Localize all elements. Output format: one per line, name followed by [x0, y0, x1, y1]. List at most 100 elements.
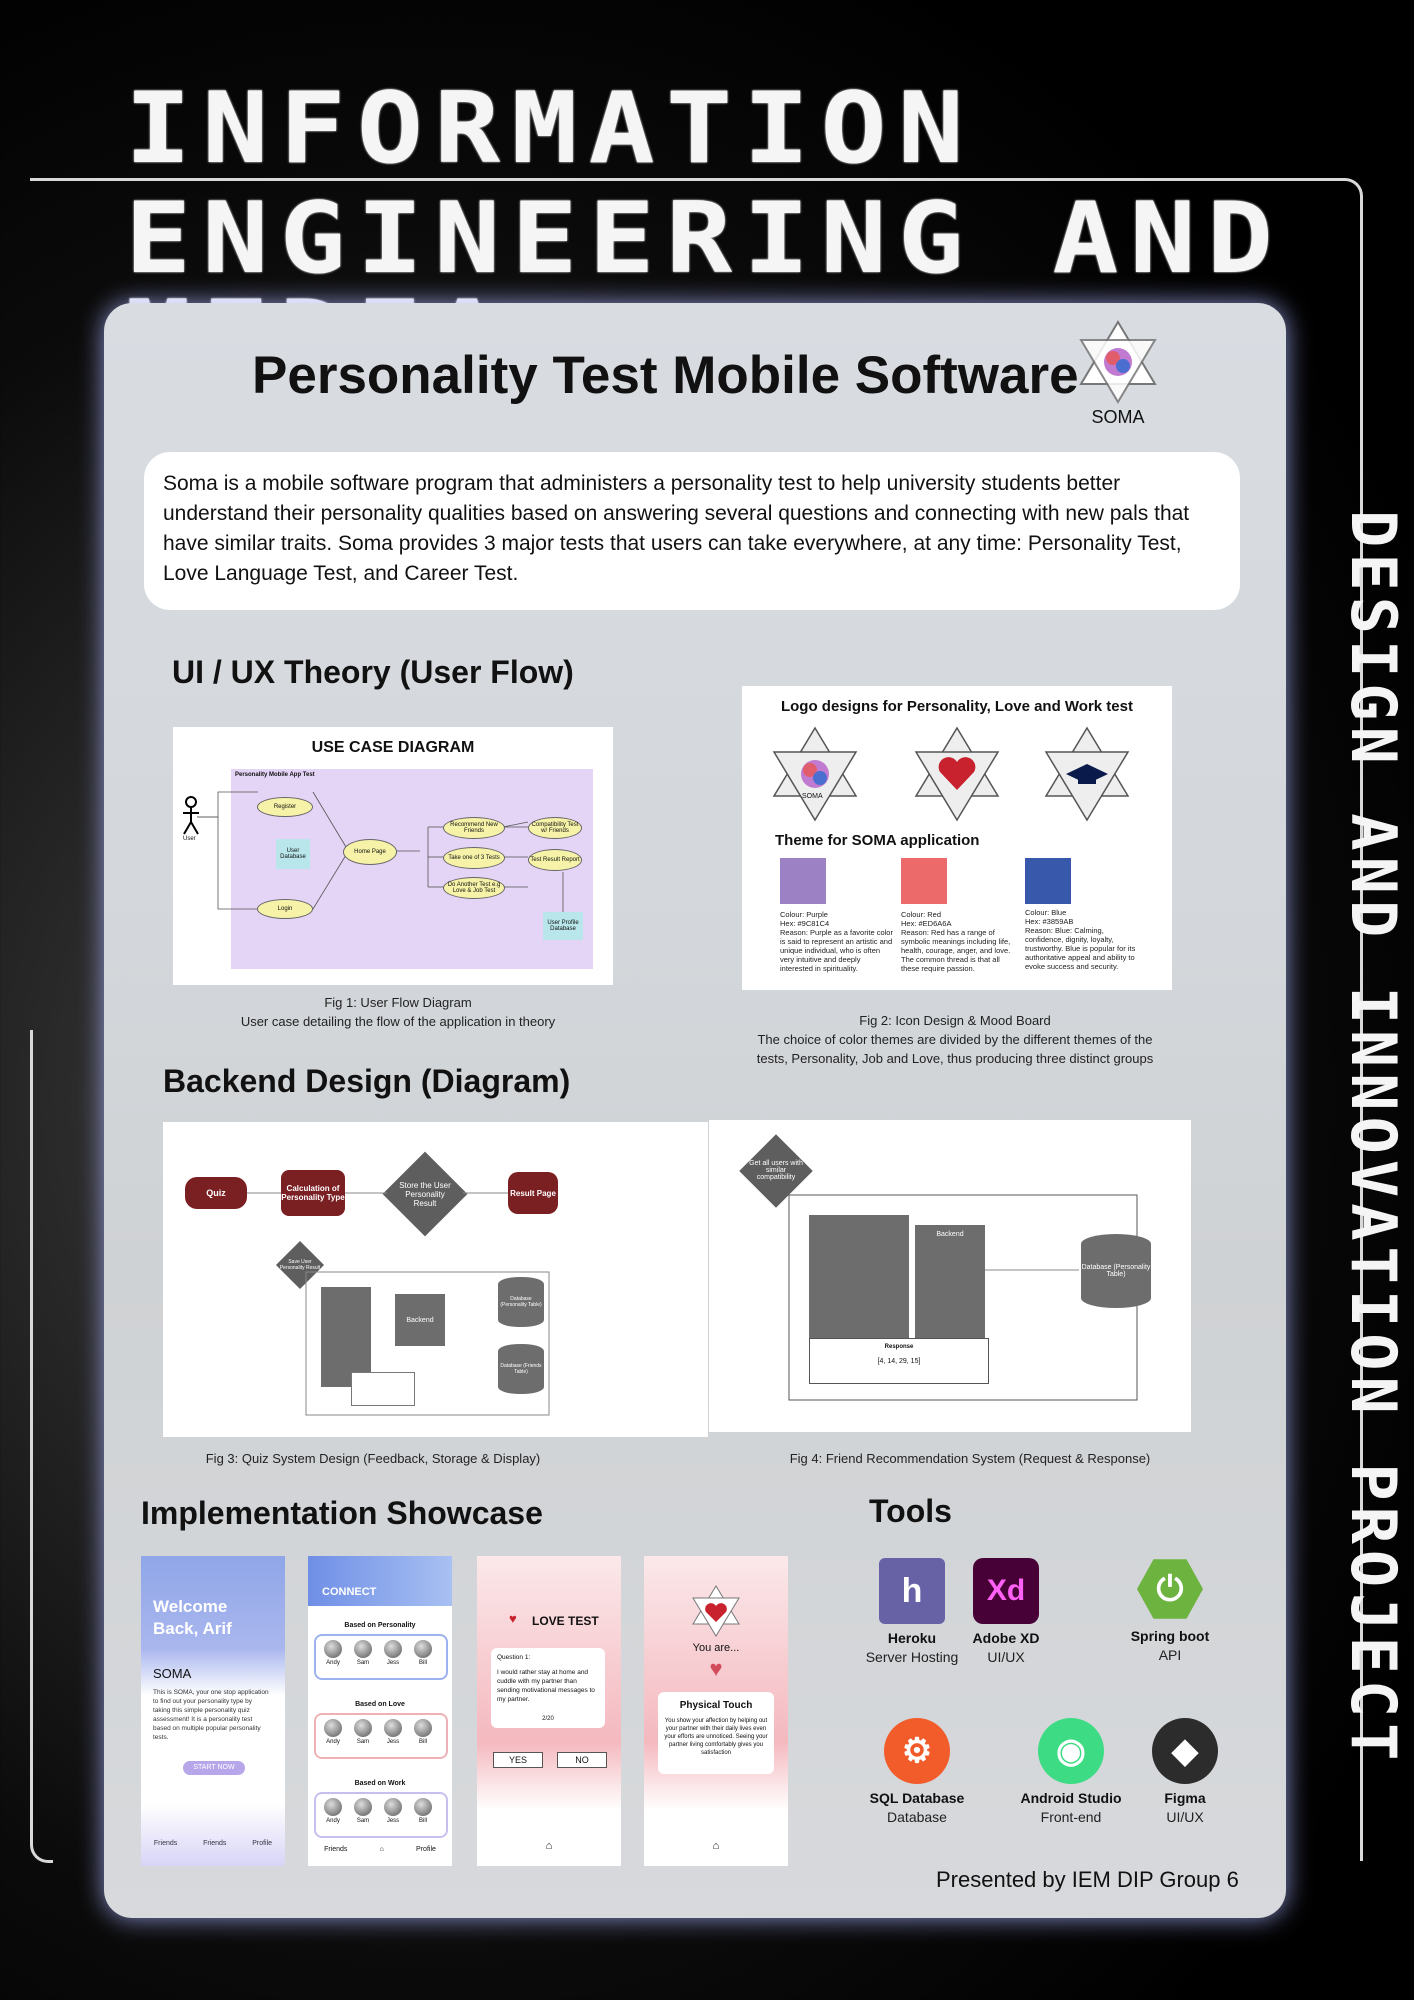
- avatar: [414, 1798, 432, 1816]
- tool-name: SQL Database: [869, 1790, 965, 1806]
- friend-name: Bill: [418, 1818, 427, 1824]
- color-swatch: [901, 858, 947, 904]
- no-button[interactable]: NO: [557, 1752, 607, 1768]
- node-save-text: Save User Personality Result: [279, 1259, 321, 1271]
- friend-name: Sam: [356, 1818, 370, 1824]
- phone-welcome: Welcome Back, Arif SOMA This is SOMA, yo…: [141, 1556, 285, 1866]
- poster-title-line1: INFORMATION: [125, 72, 976, 186]
- uc-result: Test Result Report: [528, 849, 582, 871]
- db-friends: Database (Friends Table): [498, 1344, 544, 1394]
- intro-text: Soma is a mobile software program that a…: [163, 472, 1190, 585]
- friend-name: Jess: [386, 1818, 400, 1824]
- uc-user-db: User Database: [276, 839, 310, 869]
- response-box: [351, 1372, 415, 1406]
- diagram-title: USE CASE DIAGRAM: [311, 739, 475, 756]
- logo-soma-text: SOMA: [802, 793, 823, 800]
- nav-profile[interactable]: Profile: [416, 1846, 436, 1853]
- uc-register: Register: [257, 797, 313, 817]
- home-icon[interactable]: ⌂: [545, 1840, 553, 1852]
- brand-text: SOMA: [153, 1666, 192, 1681]
- use-case-diagram: USE CASE DIAGRAM Personality Mobile App …: [173, 727, 613, 985]
- soma-logo: SOMA: [1075, 318, 1161, 428]
- frontend-panel: Frontend: [809, 1215, 909, 1355]
- tool-name: Android Studio: [1020, 1790, 1122, 1806]
- welcome-text: Welcome Back, Arif: [153, 1597, 232, 1638]
- bottom-nav: Friends Friends Profile: [141, 1840, 285, 1847]
- connect-section-label: Based on Work: [354, 1780, 406, 1787]
- home-icon[interactable]: ⌂: [379, 1846, 384, 1853]
- avatar: [354, 1719, 372, 1737]
- fig1-title: Fig 1: User Flow Diagram: [324, 995, 472, 1010]
- result-title: Physical Touch: [679, 1700, 753, 1711]
- presented-by: Presented by IEM DIP Group 6: [936, 1867, 1239, 1892]
- tool-description: Front-end: [1040, 1809, 1102, 1825]
- nav-friends[interactable]: Friends: [153, 1840, 178, 1847]
- intro-box: Soma is a mobile software program that a…: [144, 452, 1240, 610]
- home-icon[interactable]: ⌂: [712, 1840, 720, 1852]
- result-card: Physical Touch You show your affection b…: [658, 1692, 774, 1774]
- nav-profile[interactable]: Profile: [252, 1840, 273, 1847]
- side-title-text: DESIGN AND INNOVATION PROJECT: [1337, 510, 1410, 1767]
- backend-panel: Backend: [915, 1225, 985, 1353]
- connect-nav: Friends ⌂ Profile: [308, 1846, 452, 1853]
- swatch-description: Colour: Red Hex: #ED6A6A Reason: Red has…: [901, 910, 1011, 973]
- tool-description: Server Hosting: [865, 1649, 959, 1665]
- nav-friends[interactable]: Friends: [324, 1846, 348, 1853]
- uc-login: Login: [257, 899, 313, 919]
- friend-name: Bill: [418, 1739, 427, 1745]
- tool-name: Adobe XD: [972, 1630, 1040, 1646]
- avatar: [354, 1640, 372, 1658]
- tools-heading: Tools: [869, 1493, 952, 1529]
- friend-name: Bill: [418, 1660, 427, 1666]
- fig2-desc-2: tests, Personality, Job and Love, thus p…: [756, 1051, 1154, 1066]
- color-swatch: [1025, 858, 1071, 904]
- backend-block: Backend: [395, 1294, 445, 1346]
- frontend-block: [321, 1287, 371, 1387]
- tool-name: Spring boot: [1130, 1628, 1210, 1644]
- node-get-users-text: Get all users with similar compatibility: [749, 1159, 803, 1181]
- response-label: Response: [884, 1344, 914, 1350]
- question-progress: 2/20: [542, 1716, 554, 1722]
- avatar: [324, 1640, 342, 1658]
- hexagram-icon: [1079, 320, 1157, 404]
- avatar: [324, 1719, 342, 1737]
- quiz-diagram-lines: [247, 1192, 550, 1416]
- start-now-button[interactable]: START NOW: [183, 1761, 245, 1775]
- friend-name: Andy: [326, 1818, 340, 1824]
- node-save: Save User Personality Result: [275, 1240, 325, 1290]
- spring-boot-icon: ⏻: [1137, 1559, 1203, 1619]
- tool-description: UI/UX: [987, 1649, 1025, 1665]
- love-logo-icon: [692, 1585, 740, 1637]
- avatar: [414, 1719, 432, 1737]
- fig3-caption: Fig 3: Quiz System Design (Feedback, Sto…: [205, 1451, 541, 1466]
- uiux-heading: UI / UX Theory (User Flow): [172, 654, 574, 690]
- logo-heading: Logo designs for Personality, Love and W…: [780, 698, 1133, 715]
- yes-button[interactable]: YES: [493, 1752, 543, 1768]
- db-personality: Database (Personality Table): [498, 1277, 544, 1327]
- connect-friend-row[interactable]: [314, 1792, 448, 1838]
- connect-header: CONNECT: [322, 1586, 377, 1598]
- nav-friends-2[interactable]: Friends: [203, 1840, 227, 1847]
- connect-friend-row[interactable]: [314, 1634, 448, 1680]
- backend-heading: Backend Design (Diagram): [163, 1063, 571, 1099]
- heart-hands-icon: ♥: [709, 1656, 723, 1681]
- uc-compat: Compatibility Test w/ Friends: [528, 817, 582, 839]
- phone-love-test: ♥ LOVE TEST Question 1: I would rather s…: [477, 1556, 621, 1866]
- you-are-text: You are...: [692, 1642, 740, 1654]
- work-logo-icon: [1044, 726, 1130, 822]
- friend-name: Andy: [326, 1739, 340, 1745]
- adobe-xd-icon: Xd: [973, 1558, 1039, 1624]
- question-number: Question 1:: [497, 1654, 531, 1661]
- android-studio-icon: ◉: [1038, 1718, 1104, 1784]
- uc-recommend: Recommend New Friends: [443, 817, 505, 839]
- frame-line-left: [30, 1030, 53, 1863]
- showcase-heading: Implementation Showcase: [141, 1495, 543, 1531]
- uc-home: Home Page: [343, 839, 397, 865]
- tool-description: UI/UX: [1166, 1809, 1204, 1825]
- mood-board: Logo designs for Personality, Love and W…: [742, 686, 1172, 990]
- node-result-page: Result Page: [508, 1172, 558, 1214]
- connect-friend-row[interactable]: [314, 1713, 448, 1759]
